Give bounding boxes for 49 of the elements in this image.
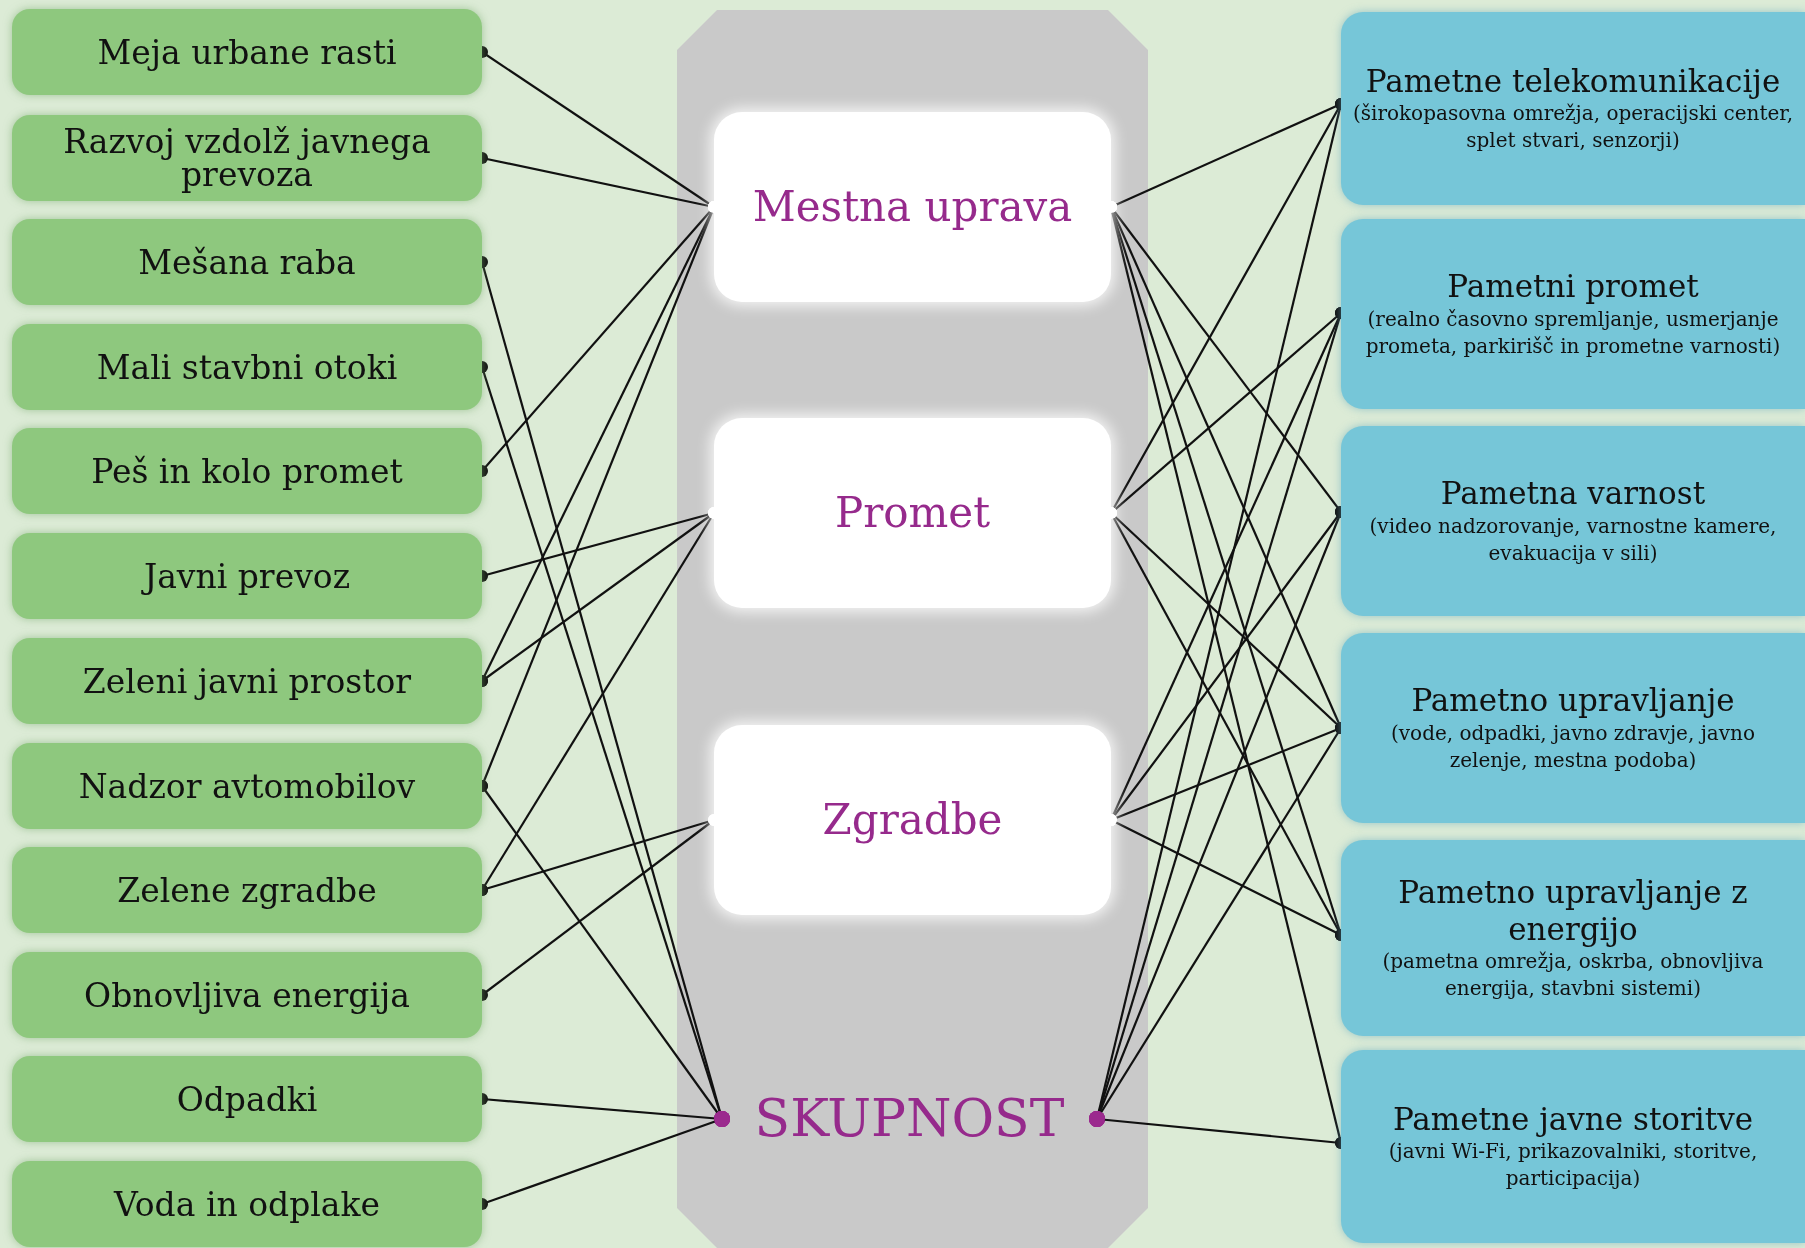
factor-label: Mešana raba — [138, 245, 356, 279]
service-description: (javni Wi-Fi, prikazovalniki, storitve, participacija) — [1387, 1138, 1759, 1193]
service-title: Pametno upravljanje — [1411, 682, 1735, 720]
stakeholder-label: Promet — [834, 489, 991, 537]
factor-label: Mali stavbni otoki — [96, 350, 398, 384]
service-description: (širokopasovna omrežja, operacijski center, splet stvari, senzorji) — [1351, 100, 1795, 155]
factor-label: Razvoj vzdolž javnega prevoza — [62, 125, 432, 191]
stakeholder-label: Zgradbe — [822, 796, 1003, 844]
service-description: (vode, odpadki, javno zdravje, javno zelenje, mestna podoba) — [1390, 719, 1756, 774]
factor-box — [12, 1161, 482, 1247]
factor-label: Nadzor avtomobilov — [78, 769, 416, 803]
factor-box — [12, 847, 482, 933]
factor-label: Meja urbane rasti — [97, 35, 397, 69]
stakeholder-box — [714, 418, 1111, 608]
service-title: Pametne telekomunikacije — [1365, 62, 1781, 101]
factor-label: Javni prevoz — [143, 559, 351, 593]
stakeholder-box — [714, 112, 1111, 302]
factor-box — [12, 952, 482, 1038]
smart-service-box — [1341, 219, 1805, 409]
service-title: Pametni promet — [1447, 268, 1699, 306]
stakeholder-box — [714, 725, 1111, 915]
smart-service-box — [1341, 1050, 1805, 1243]
smart-service-box — [1341, 840, 1805, 1036]
smart-service-box — [1341, 426, 1805, 616]
service-description: (realno časovno spremljanje, usmerjanje prometa, parkirišč in prometne varnosti) — [1364, 305, 1782, 360]
smart-service-box — [1341, 633, 1805, 823]
factor-label: Odpadki — [176, 1082, 318, 1116]
service-title: Pametno upravljanje z energijo — [1397, 873, 1749, 949]
factor-box — [12, 428, 482, 514]
factor-box — [12, 115, 482, 201]
factor-box — [12, 9, 482, 95]
factor-box — [12, 743, 482, 829]
service-description: (pametna omrežja, oskrba, obnovljiva energija, stavbni sistemi) — [1381, 948, 1765, 1003]
service-description: (video nadzorovanje, varnostne kamere, evakuacija v sili) — [1368, 512, 1778, 567]
service-title: Pametne javne storitve — [1392, 1100, 1754, 1139]
smart-service-box — [1341, 12, 1805, 205]
factor-box — [12, 1056, 482, 1142]
service-title: Pametna varnost — [1440, 475, 1706, 513]
factor-label: Obnovljiva energija — [84, 978, 410, 1012]
factor-box — [12, 324, 482, 410]
factor-label: Zelene zgradbe — [117, 873, 377, 907]
factor-label: Peš in kolo promet — [91, 454, 403, 488]
factor-box — [12, 219, 482, 305]
factor-box — [12, 533, 482, 619]
factor-box — [12, 638, 482, 724]
stakeholder-label: Mestna uprava — [752, 183, 1073, 231]
factor-label: Voda in odplake — [113, 1187, 381, 1221]
factor-label: Zeleni javni prostor — [82, 664, 412, 698]
stakeholder-label: SKUPNOST — [754, 1090, 1065, 1148]
